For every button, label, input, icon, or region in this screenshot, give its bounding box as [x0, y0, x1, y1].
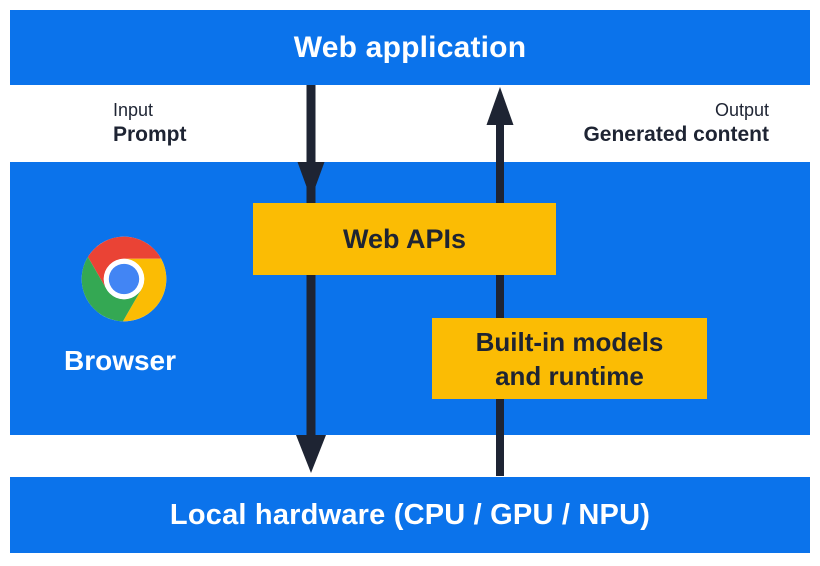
- builtin-models-label-line1: Built-in models: [475, 326, 664, 357]
- chrome-logo-green-segment: [81, 256, 142, 322]
- input-value: Prompt: [113, 122, 187, 146]
- local-hardware-label: Local hardware (CPU / GPU / NPU): [169, 498, 651, 531]
- web-apis-box: Web APIs: [253, 203, 556, 275]
- output-caption: Output: [714, 100, 769, 120]
- local-hardware-bar: Local hardware (CPU / GPU / NPU): [10, 477, 810, 553]
- chrome-logo-yellow-segment: [122, 258, 167, 322]
- chrome-logo-icon: [81, 236, 167, 322]
- output-value: Generated content: [583, 122, 769, 146]
- builtin-models-label-line2: and runtime: [495, 360, 644, 391]
- web-application-bar: Web application: [10, 10, 810, 85]
- builtin-models-box: Built-in models and runtime: [432, 318, 707, 399]
- browser-label: Browser: [63, 345, 177, 376]
- chrome-logo-blue-center: [108, 263, 140, 295]
- up-arrow-head: [486, 87, 514, 125]
- input-caption: Input: [113, 100, 154, 120]
- web-apis-label: Web APIs: [342, 223, 467, 254]
- web-application-label: Web application: [293, 30, 527, 64]
- output-flow-label: Output Generated content: [583, 99, 769, 148]
- input-flow-label: Input Prompt: [113, 99, 187, 148]
- down-arrow-head-lower: [296, 435, 326, 473]
- chrome-logo-red-segment: [87, 236, 162, 290]
